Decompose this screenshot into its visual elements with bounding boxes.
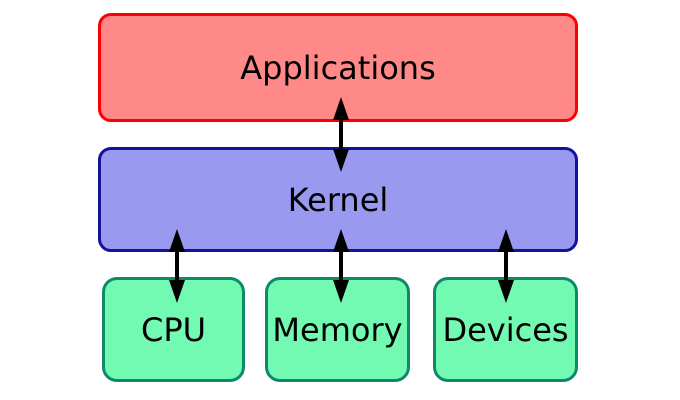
applications-label: Applications: [240, 48, 436, 87]
kernel-box: Kernel: [98, 147, 578, 252]
kernel-label: Kernel: [287, 180, 389, 219]
memory-box: Memory: [265, 277, 410, 382]
cpu-box: CPU: [102, 277, 245, 382]
devices-label: Devices: [442, 310, 569, 349]
devices-box: Devices: [433, 277, 578, 382]
memory-label: Memory: [272, 310, 403, 349]
cpu-label: CPU: [140, 310, 207, 349]
applications-box: Applications: [98, 13, 578, 122]
